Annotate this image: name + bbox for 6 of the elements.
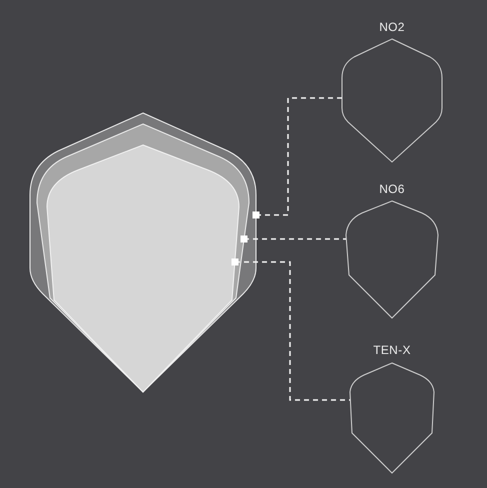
leader-line — [240, 236, 346, 242]
shape-name: NO2 — [379, 20, 405, 34]
leader-line — [252, 97, 342, 218]
shape-name: TEN-X — [373, 343, 411, 357]
shape-name: NO6 — [379, 182, 405, 196]
leader-line — [232, 258, 350, 401]
